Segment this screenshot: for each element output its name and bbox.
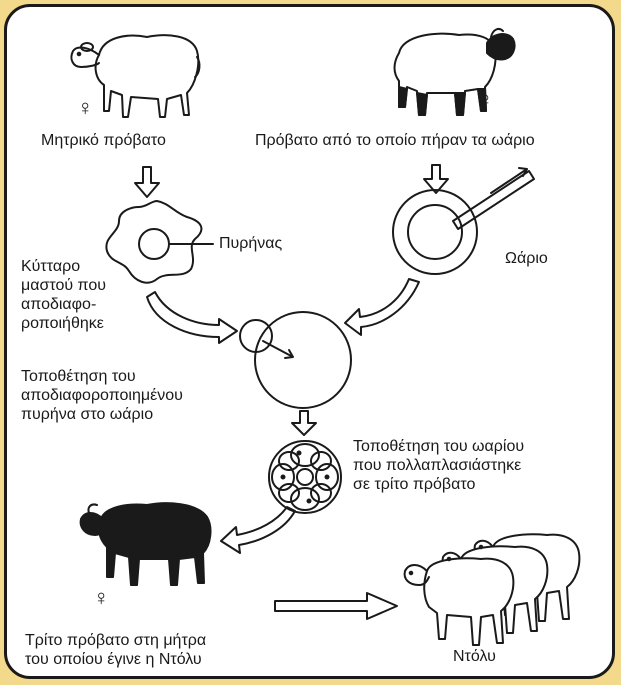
label-nucleus: Πυρήνας — [219, 235, 283, 252]
arrow-fusion-to-embryo — [291, 410, 317, 436]
label-surrogate-line: Τρίτο πρόβατο στη μήτρα — [25, 632, 207, 649]
female-symbol-donor: ♀ — [477, 87, 494, 112]
label-mammary-cell-line: μαστού που — [21, 277, 106, 294]
label-surrogate: Τρίτο πρόβατο στη μήτρα του οποίου έγινε… — [25, 631, 206, 669]
label-embryo-transfer-line: σε τρίτο πρόβατο — [353, 476, 476, 493]
egg-cell-outer — [392, 189, 478, 275]
label-dolly: Ντόλυ — [453, 648, 496, 665]
pipette-arrow — [490, 167, 528, 194]
pipette — [452, 170, 535, 230]
arrow-mother-to-cell — [134, 166, 160, 198]
arrow-cell-to-fusion — [146, 291, 238, 344]
label-nucleus-transfer-line: πυρήνα στο ωάριο — [21, 406, 154, 423]
arrow-egg-to-fusion — [344, 278, 420, 336]
insertion-arrow — [262, 340, 294, 359]
embryo — [268, 440, 342, 514]
surrogate-sheep-illustration — [79, 502, 212, 586]
label-embryo-transfer-line: που πολλαπλασιάστηκε — [353, 457, 522, 474]
label-embryo-transfer: Τοποθέτηση του ωαρίου που πολλαπλασιάστη… — [353, 437, 524, 494]
label-mammary-cell-line: αποδιαφο- — [21, 296, 97, 313]
label-embryo-transfer-line: Τοποθέτηση του ωαρίου — [353, 438, 525, 455]
arrow-embryo-to-surrogate — [220, 506, 296, 554]
label-nucleus-transfer-line: Τοποθέτηση του — [21, 368, 136, 385]
label-egg-donor: Πρόβατο από το οποίο πήραν τα ωάριο — [255, 132, 535, 149]
diagram-frame: ♀ ♀ ♀ Μητρικό πρόβατο Πρόβατο από το οπο… — [4, 4, 615, 679]
cloning-diagram — [70, 28, 581, 646]
inserted-nucleus — [239, 319, 273, 353]
female-symbol-surrogate: ♀ — [93, 585, 110, 610]
dolly-sheep-illustration — [403, 533, 581, 646]
mammary-cell — [105, 200, 203, 284]
mammary-cell-nucleus — [138, 228, 170, 260]
label-surrogate-line: του οποίου έγινε η Ντόλυ — [25, 651, 202, 668]
label-nucleus-transfer-line: αποδιαφοροποιημένου — [21, 387, 183, 404]
label-nucleus-transfer: Τοποθέτηση του αποδιαφοροποιημένου πυρήν… — [21, 367, 183, 424]
label-mother-sheep: Μητρικό πρόβατο — [41, 132, 166, 149]
label-mammary-cell-line: ροποιήθηκε — [21, 315, 104, 332]
label-egg: Ωάριο — [505, 250, 548, 267]
female-symbol-mother: ♀ — [77, 95, 94, 120]
label-mammary-cell-line: Κύτταρο — [21, 258, 81, 275]
egg-donor-sheep-illustration — [393, 28, 516, 116]
fused-egg — [254, 311, 352, 409]
mother-sheep-illustration — [70, 34, 201, 118]
arrow-donor-to-egg — [423, 164, 449, 194]
label-mammary-cell: Κύτταρο μαστού που αποδιαφο- ροποιήθηκε — [21, 257, 106, 333]
arrow-surrogate-to-dolly — [274, 592, 398, 620]
egg-cell-inner — [407, 204, 463, 260]
